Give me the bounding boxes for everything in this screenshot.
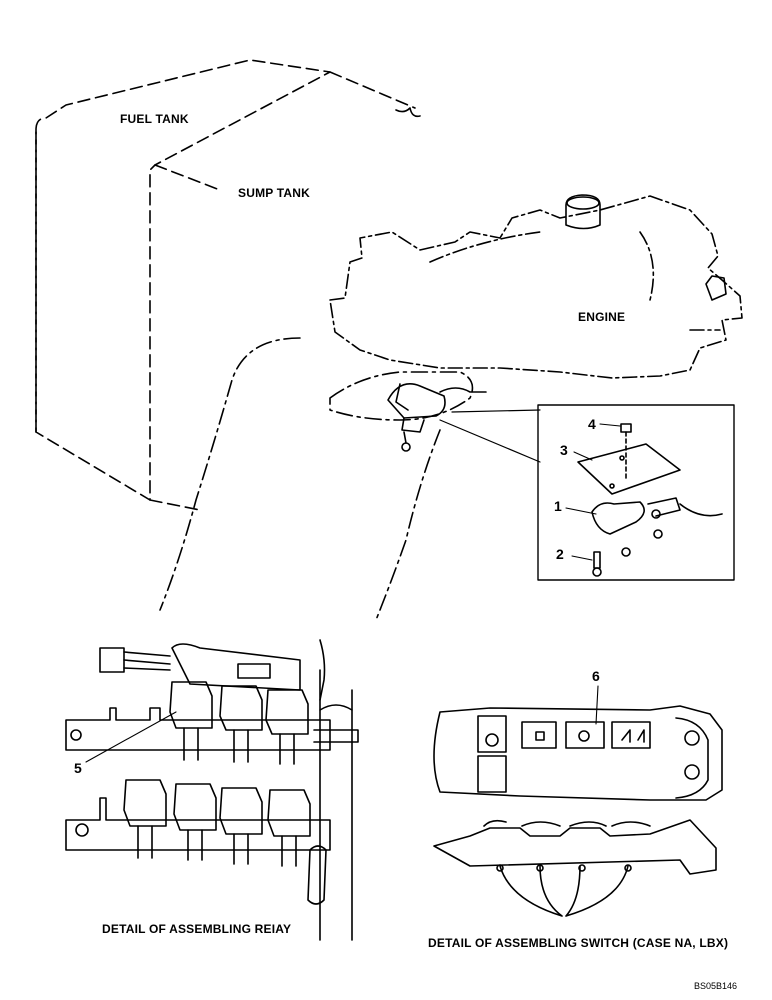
drawing-code: BS05B146 [694, 981, 738, 991]
callout-4: 4 [588, 416, 596, 432]
engine-label: ENGINE [578, 310, 626, 324]
inset-box [537, 404, 735, 581]
callout-3: 3 [560, 442, 568, 458]
relay-panel [65, 639, 359, 941]
leader-6 [595, 685, 599, 725]
sump-tank-label: SUMP TANK [238, 186, 311, 200]
callout-5: 5 [74, 760, 82, 776]
leader-4 [599, 423, 621, 427]
engine-cap [565, 194, 601, 230]
callout-2: 2 [556, 546, 564, 562]
sensor-assembly [387, 383, 487, 452]
relay-detail-caption: DETAIL OF ASSEMBLING REIAY [102, 922, 292, 936]
leader-2 [571, 555, 593, 561]
switch-panel [433, 705, 723, 917]
engine-cap-top [566, 196, 600, 210]
callout-6: 6 [592, 668, 600, 684]
inset-leader-bottom [439, 419, 541, 463]
tank-cut-mark [395, 107, 421, 118]
switch-detail-caption: DETAIL OF ASSEMBLING SWITCH (CASE NA, LB… [428, 936, 729, 950]
engine-fitting [705, 275, 727, 301]
callout-1: 1 [554, 498, 562, 514]
engine-outline [329, 195, 743, 379]
inset-parts [577, 423, 723, 577]
inset-leader-top [451, 409, 541, 413]
frame-outline [159, 337, 474, 621]
fuel-tank-label: FUEL TANK [120, 112, 189, 126]
leader-5 [85, 711, 177, 763]
leader-3 [573, 451, 593, 461]
tank-outline [35, 59, 416, 511]
leader-1 [565, 507, 597, 515]
